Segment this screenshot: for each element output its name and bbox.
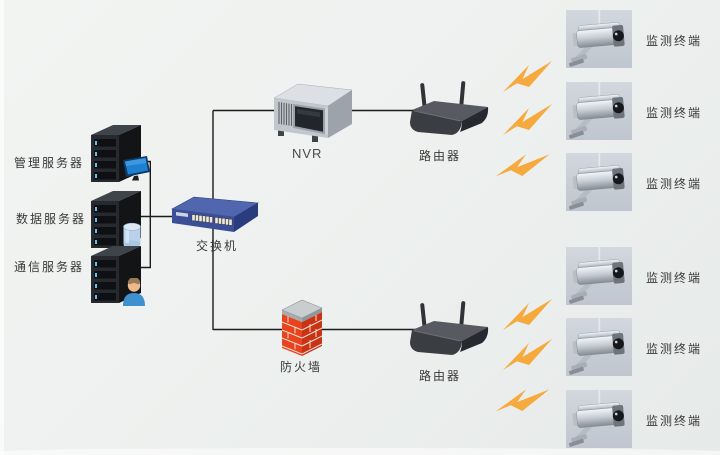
camera-panel [566,82,632,140]
camera-panel [566,318,632,376]
wireless-signal-icon [503,339,552,370]
communication-server-label: 通信服务器 [14,260,85,274]
camera-terminal-4: 监测终端 [566,247,720,305]
server-tower-icon [91,246,141,303]
cctv-camera-icon [568,247,625,304]
terminal-label: 监测终端 [646,414,703,428]
wireless-signal-icon [503,299,552,330]
camera-terminal-5: 监测终端 [566,318,720,376]
terminal-label: 监测终端 [646,34,703,48]
terminal-label: 监测终端 [646,177,703,191]
nvr-icon [273,83,353,142]
wireless-router-icon [410,301,489,355]
wireless-router-icon [410,81,489,135]
camera-terminal-2: 监测终端 [566,82,720,140]
network-switch-icon [171,196,259,232]
node-router-bottom [400,300,492,367]
terminal-label: 监测终端 [646,271,703,285]
nvr-label: NVR [292,146,323,161]
camera-panel [566,10,632,68]
router-bottom-label: 路由器 [419,369,462,383]
camera-terminal-1: 监测终端 [566,10,720,68]
management-server-label: 管理服务器 [14,156,85,170]
terminal-label: 监测终端 [646,106,703,120]
firewall-label: 防火墙 [280,360,323,374]
cctv-camera-icon [568,390,625,447]
cctv-camera-icon [568,318,625,375]
database-icon [123,222,141,248]
wireless-signal-icon [503,104,552,135]
camera-panel [566,153,632,211]
camera-panel [566,247,632,305]
wireless-signal-icon [495,154,550,177]
cctv-camera-icon [568,10,625,67]
router-top-label: 路由器 [419,149,462,163]
cctv-camera-icon [568,82,625,139]
node-nvr [268,78,356,151]
firewall-icon [281,299,323,356]
user-icon [123,278,145,306]
cctv-camera-icon [568,153,625,210]
camera-panel [566,390,632,448]
wireless-signal-icon [503,61,552,92]
terminal-label: 监测终端 [646,342,703,356]
data-server-label: 数据服务器 [16,212,87,226]
server-tower-icon [91,125,141,182]
node-data-server [88,188,144,250]
node-switch [168,188,260,245]
node-firewall [280,296,324,363]
node-router-top [400,80,492,147]
switch-label: 交换机 [196,239,239,253]
camera-terminal-3: 监测终端 [566,153,720,211]
camera-terminal-6: 监测终端 [566,390,720,448]
node-communication-server [88,243,145,306]
node-management-server [88,122,150,184]
wireless-signal-icon [495,389,550,412]
monitor-icon [123,156,150,181]
